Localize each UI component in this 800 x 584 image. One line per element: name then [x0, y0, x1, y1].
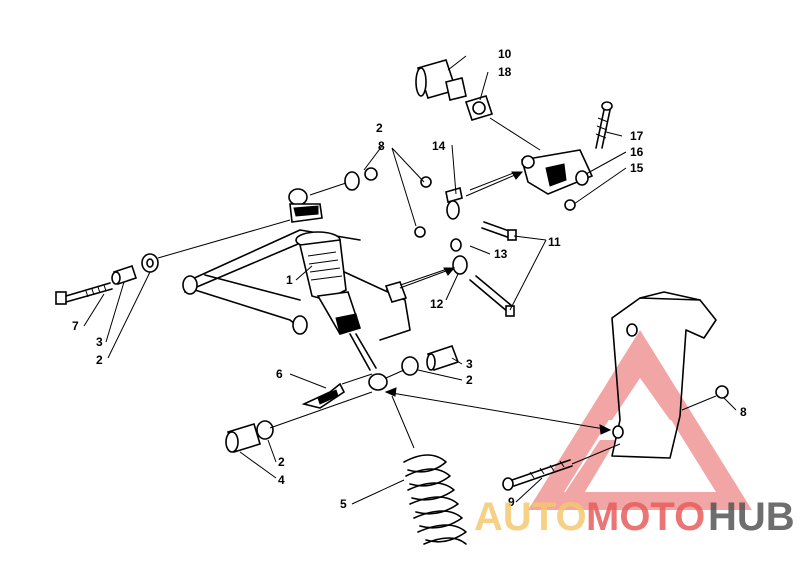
spring-5 [391, 395, 467, 545]
assembly-line-left [157, 219, 291, 259]
callout-9: 9 [508, 495, 515, 509]
watermark-text: AUTO MOTO HUB [474, 495, 795, 539]
bolt-7 [55, 282, 113, 305]
callout-2-bottom: 2 [278, 455, 285, 469]
nut-15 [564, 199, 576, 211]
a-arm [182, 229, 411, 341]
callout-7: 7 [72, 319, 79, 333]
watermark-part-hub: HUB [708, 495, 795, 539]
callout-5: 5 [340, 497, 347, 511]
nut-18 [464, 95, 494, 121]
rod-end-13 [414, 226, 468, 275]
bracket-12 [384, 281, 408, 303]
callout-labels: 10 18 17 16 15 14 2 8 11 13 12 1 7 3 2 6… [72, 47, 747, 511]
rod-end-14 [420, 176, 463, 220]
callout-8-top: 8 [378, 139, 385, 153]
washer-2-left [141, 253, 159, 273]
callout-18: 18 [498, 65, 512, 79]
spacer-3-left [111, 264, 138, 286]
cable-adjuster-10 [415, 59, 467, 101]
bolt-17 [595, 101, 613, 149]
callout-2-top: 2 [376, 121, 383, 135]
callout-14: 14 [432, 139, 446, 153]
spacer-3-right [426, 344, 460, 372]
mount-bracket [611, 291, 717, 459]
sleeve-2-bottom [225, 420, 274, 454]
washer-2-top [344, 167, 378, 191]
callout-1: 1 [286, 273, 293, 287]
callout-8-right: 8 [740, 405, 747, 419]
watermark-part-auto: AUTO [474, 495, 587, 539]
shock-absorber-1 [288, 188, 388, 391]
callout-16: 16 [630, 145, 644, 159]
leader-lines [83, 55, 737, 505]
assembly-arrows [384, 171, 612, 435]
callout-2-left: 2 [96, 353, 103, 367]
callout-17: 17 [630, 129, 644, 143]
callout-6: 6 [276, 367, 283, 381]
callout-11: 11 [548, 235, 561, 249]
bolts-11 [469, 221, 517, 317]
callout-13: 13 [494, 247, 508, 261]
callout-2-right: 2 [466, 373, 473, 387]
callout-3-left: 3 [96, 335, 103, 349]
callout-3-right: 3 [466, 357, 473, 371]
callout-12: 12 [430, 297, 444, 311]
watermark-part-moto: MOTO [586, 495, 705, 539]
clevis-16 [520, 149, 594, 195]
callout-4: 4 [278, 473, 285, 487]
nut-8-right [715, 385, 729, 399]
bolt-9 [502, 459, 573, 491]
callout-15: 15 [630, 161, 644, 175]
washer-2-right [401, 356, 419, 376]
watermark-logo [528, 330, 752, 510]
bushing-6 [301, 382, 346, 409]
callout-10: 10 [498, 47, 512, 61]
